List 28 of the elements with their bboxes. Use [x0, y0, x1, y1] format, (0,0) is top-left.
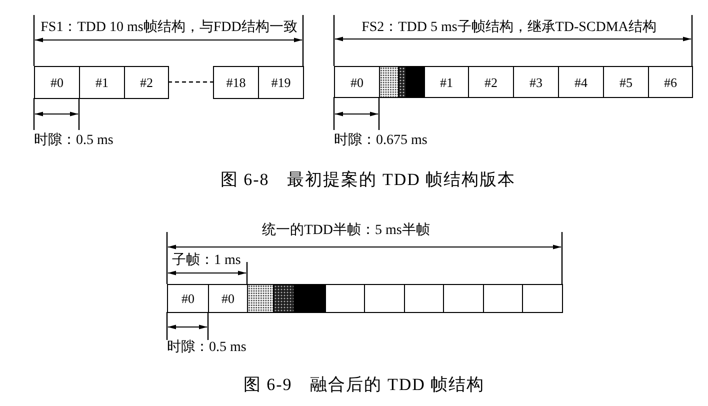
- slot-box: #1: [424, 66, 469, 98]
- dimension-label: FS2：TDD 5 ms子帧结构，继承TD-SCDMA结构: [362, 20, 656, 36]
- dimension-label: 子帧：1 ms: [172, 252, 241, 270]
- slot-box: #0: [208, 284, 248, 313]
- slot-box: #5: [603, 66, 649, 98]
- slot-box: #0: [167, 284, 209, 313]
- dashed-line: [168, 81, 213, 83]
- slot-box: #0: [34, 66, 80, 99]
- slot-box: #18: [213, 66, 259, 99]
- figure-caption: 图 6-9 融合后的 TDD 帧结构: [243, 375, 485, 395]
- slot-box: #3: [513, 66, 559, 98]
- slot-box: #0: [334, 66, 380, 98]
- filled-slot-box: [398, 66, 425, 98]
- slot-duration-label: 时隙：0.675 ms: [334, 132, 428, 150]
- slot-duration-label: 时隙：0.5 ms: [34, 132, 114, 150]
- figure-caption: 图 6-8 最初提案的 TDD 帧结构版本: [220, 170, 516, 190]
- dimension-label: 统一的TDD半帧：5 ms半帧: [262, 222, 430, 240]
- slot-box: #2: [124, 66, 169, 99]
- slot-box: #1: [79, 66, 125, 99]
- slot-box: #6: [648, 66, 693, 98]
- stippled-slot-box: [379, 66, 399, 98]
- filled-slot-box: [273, 284, 326, 313]
- slot-box: #4: [558, 66, 604, 98]
- dimension-label: FS1：TDD 10 ms帧结构，与FDD结构一致: [40, 20, 298, 36]
- stippled-slot-box: [247, 284, 274, 313]
- slot-duration-label: 时隙：0.5 ms: [167, 340, 246, 356]
- slot-box: #2: [468, 66, 514, 98]
- slot-box: #19: [258, 66, 304, 99]
